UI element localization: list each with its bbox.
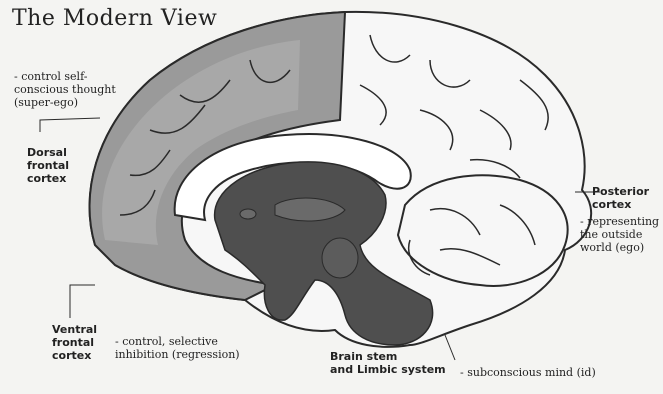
id-description: - subconscious mind (id) (460, 366, 596, 379)
posterior-cortex-label: Posterior cortex (592, 185, 649, 211)
brainstem-limbic-label: Brain stem and Limbic system (330, 350, 446, 376)
dorsal-frontal-cortex-label: Dorsal frontal cortex (27, 146, 69, 185)
ventral-description: - control, selective inhibition (regress… (115, 335, 240, 361)
ventral-frontal-cortex-label: Ventral frontal cortex (52, 323, 97, 362)
posterior-description: - representing the outside world (ego) (580, 215, 659, 254)
pons-detail (322, 238, 358, 278)
page-title: The Modern View (12, 6, 217, 31)
limbic-detail-oval (240, 209, 256, 219)
superego-description: - control self- conscious thought (super… (14, 70, 116, 109)
